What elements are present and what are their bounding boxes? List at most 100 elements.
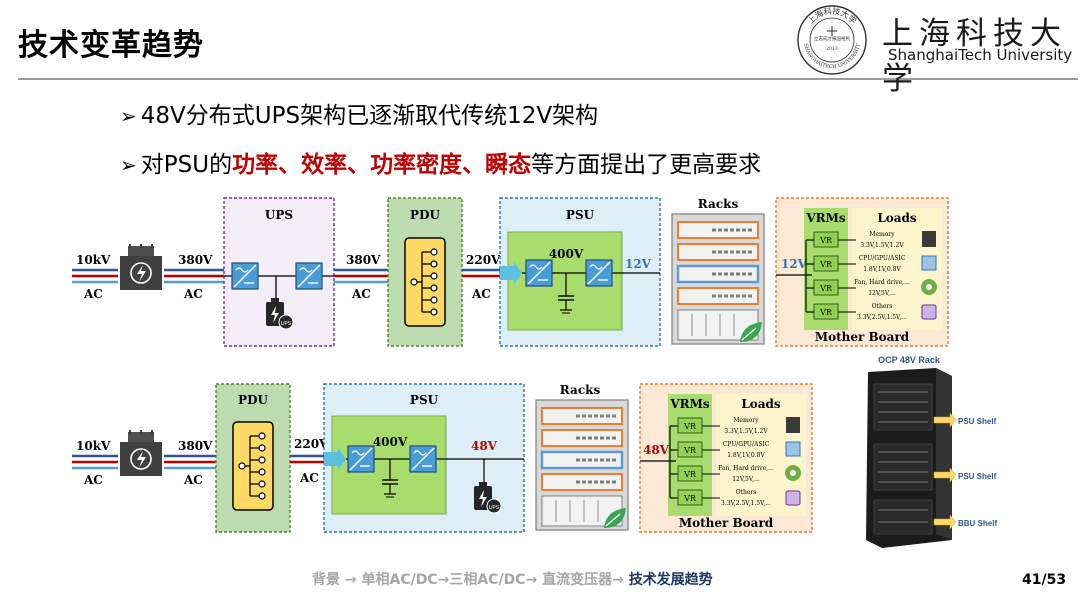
bbu-shelf-arrow-icon [933,514,957,530]
bullet-marker: ➢ [120,104,137,128]
bottom-mb-in-voltage: 48V [643,443,670,457]
bullet-2-emphasis: 功率、效率、功率密度、瞬态 [232,152,532,178]
top-mb-in-voltage: 12V [781,257,808,271]
top-psu-input-arrow [500,262,522,284]
top-transformer-icon [119,243,163,291]
crumb-dc-transformer[interactable]: 直流变压器→ [542,572,629,588]
svg-text:立志成才: 立志成才 [814,35,832,42]
svg-text:报国裕民: 报国裕民 [832,35,850,42]
crumb-current-trend[interactable]: 技术发展趋势 [628,572,713,588]
bottom-vr-2: VR [670,441,720,458]
bottom-others-icon [785,490,801,506]
top-ups-battery-label: UPS [281,321,292,327]
psu-shelf-2-label: PSU Shelf [958,472,997,481]
svg-text:VR: VR [683,494,697,503]
university-name-en: ShanghaiTech University [888,46,1073,64]
top-pdu-icon [404,237,446,327]
bullet-2: ➢对PSU的功率、效率、功率密度、瞬态等方面提出了更高要求 [120,145,761,179]
bottom-load-others: Others [736,489,757,496]
bottom-pdu-out-voltage: 220V [294,437,329,451]
top-pdu-label: PDU [410,208,440,222]
bottom-chip-icon [785,441,801,457]
psu-shelf-1-label: PSU Shelf [958,417,997,426]
svg-text:VR: VR [683,422,697,431]
top-memory-icon [922,231,936,247]
top-chip-icon [921,255,937,271]
top-load-fan-volts: 12V,5V,... [868,290,896,297]
bottom-psu-battery-label: UPS [489,505,500,511]
top-psu-pfc-icon [525,259,553,287]
top-load-fan: Fan, Hard drive,... [854,279,910,286]
bullet-2-text-b: 等方面提出了更高要求 [531,152,762,178]
top-psu-out-voltage: 12V [625,257,652,271]
bottom-motherboard-label: Mother Board [679,516,774,530]
top-psu-dcdc-icon [585,259,613,287]
svg-text:VR: VR [819,308,833,317]
rack-photo-title: OCP 48V Rack [878,355,941,365]
bottom-pdu-in-voltage: 380V [178,439,213,453]
top-others-icon [921,304,937,320]
bottom-vrms-label: VRMs [669,397,710,411]
top-loads-label: Loads [877,211,917,225]
top-ups-label: UPS [265,208,293,222]
top-grid-ac: AC [83,287,103,301]
top-ups-in-voltage: 380V [178,253,213,267]
top-racks-icon [670,212,766,346]
top-grid-voltage: 10kV [76,253,111,267]
university-name-cn: 上海科技大学 [882,16,1067,97]
bottom-pdu-in-ac: AC [183,473,203,487]
bottom-vr-1: VR [670,417,720,434]
svg-text:2013: 2013 [826,46,838,52]
top-vr-1: VR [806,231,856,248]
crumb-background[interactable]: 背景 → [312,572,362,588]
top-vrms-label: VRMs [805,211,846,225]
crumb-single-phase[interactable]: 单相AC/DC→ [361,572,450,588]
footer-breadcrumb: 背景 → 单相AC/DC→三相AC/DC→ 直流变压器→ 技术发展趋势 [312,569,713,589]
bottom-load-others-volts: 3.3V,2.5V,1.5V,... [721,500,771,507]
university-seal-icon: 上海科技大学 SHANGHAITECH UNIVERSITY 立志成才 报国裕民… [797,5,867,75]
bottom-grid-voltage: 10kV [76,439,111,453]
bottom-vr-3: VR [670,465,720,482]
top-ups-in-ac: AC [183,287,203,301]
bottom-loads-label: Loads [741,397,781,411]
bottom-load-fan: Fan, Hard drive,... [718,465,774,472]
bottom-grid-ac: AC [83,473,103,487]
svg-text:VR: VR [819,284,833,293]
bottom-psu-bus-voltage: 400V [373,435,408,449]
bottom-load-fan-volts: 12V,5V,... [732,476,760,483]
top-ups-inverter-icon [295,262,323,290]
crumb-three-phase[interactable]: 三相AC/DC→ [449,572,543,588]
bottom-pdu-out-ac: AC [299,471,319,485]
top-load-cpu-volts: 1.8V,1V,0.8V [863,266,901,273]
bottom-psu-input-arrow [324,448,346,470]
title-divider [18,78,1078,80]
top-load-others-volts: 3.3V,2.5V,1.5V,... [857,314,907,321]
psu-shelf-1-arrow-icon [933,412,957,428]
top-vr-3: VR [806,279,856,296]
bottom-vr-4: VR [670,489,720,506]
bullet-2-text-a: 对PSU的 [140,152,233,178]
bullet-1: ➢48V分布式UPS架构已逐渐取代传统12V架构 [120,96,598,130]
bottom-load-memory-volts: 3.3V,1.5V,1.2V [724,428,768,435]
top-load-others: Others [872,303,893,310]
top-racks-label: Racks [698,197,739,211]
bottom-pdu-label: PDU [238,393,268,407]
bottom-psu-pfc-icon [347,445,375,473]
svg-text:VR: VR [683,446,697,455]
top-psu-bus-voltage: 400V [549,247,584,261]
bbu-shelf-label: BBU Shelf [958,519,997,528]
bottom-racks-icon [534,398,630,532]
top-vr-2: VR [806,255,856,272]
bottom-load-cpu: CPU/GPU/ASIC [723,441,770,448]
top-load-memory-volts: 3.3V,1.5V,1.2V [860,242,904,249]
svg-text:VR: VR [683,470,697,479]
bottom-load-memory: Memory [733,417,759,424]
page-number: 41/53 [1022,572,1067,588]
slide-title: 技术变革趋势 [18,28,204,63]
top-vr-4: VR [806,303,856,320]
svg-text:VR: VR [819,236,833,245]
top-load-cpu: CPU/GPU/ASIC [859,255,906,262]
top-pdu-out-ac: AC [471,287,491,301]
top-ups-out-ac: AC [351,287,371,301]
